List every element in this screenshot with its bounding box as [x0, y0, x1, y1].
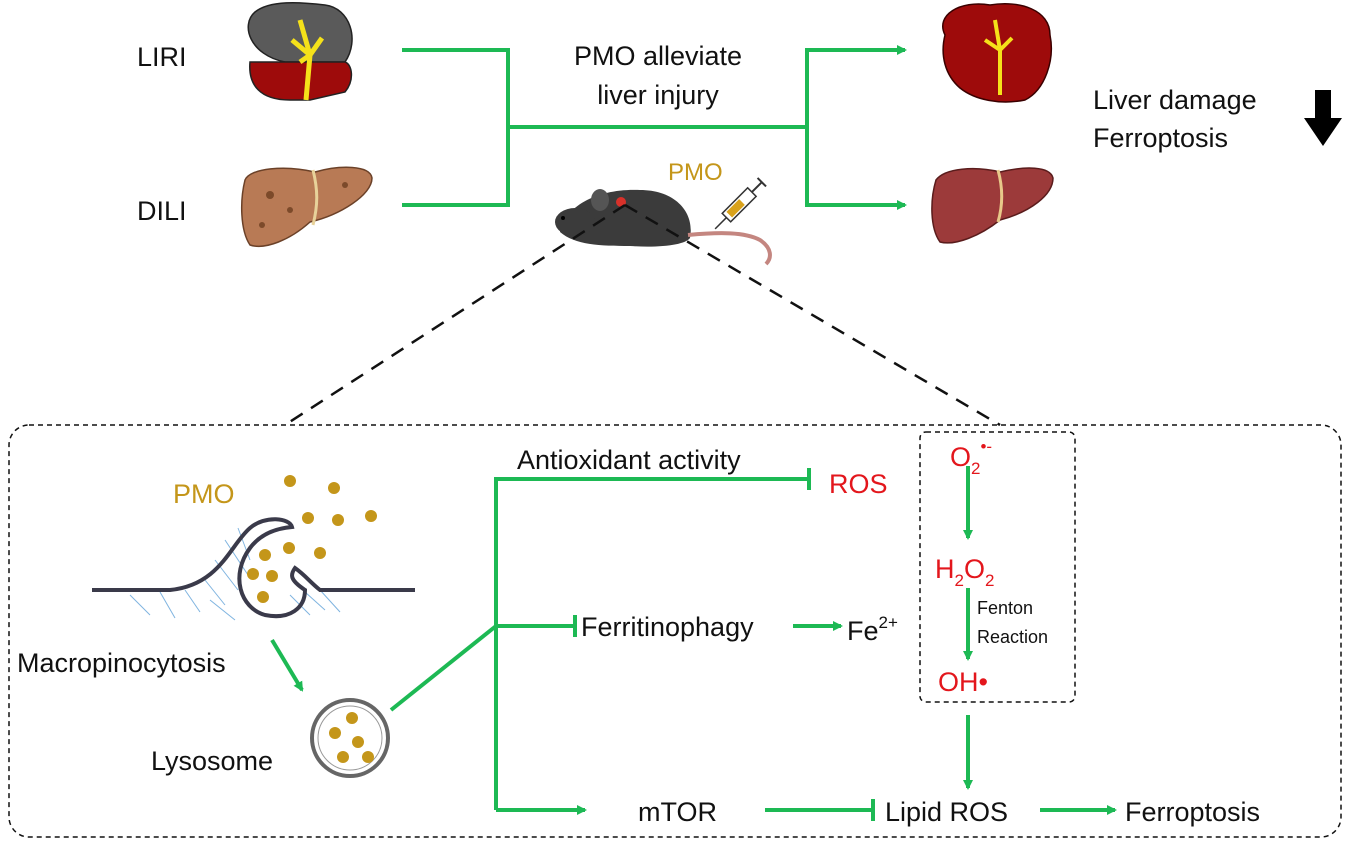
pmo-particles — [247, 475, 377, 603]
superoxide-label: O2•- — [950, 437, 992, 478]
treated-liri-liver-illustration — [942, 3, 1052, 103]
fenton-line1: Fenton — [977, 598, 1033, 618]
macropinocytosis-illustration — [92, 517, 415, 621]
ros-label: ROS — [829, 469, 888, 499]
syringe-icon — [714, 177, 767, 230]
mtor-label: mTOR — [638, 797, 717, 827]
pmo-mechanism-label: PMO — [173, 479, 235, 509]
ferroptosis-label: Ferroptosis — [1125, 797, 1260, 827]
outcome-liver-damage: Liver damage — [1093, 85, 1257, 115]
macro-to-lysosome-arrow — [270, 638, 304, 692]
convergence-lines — [402, 45, 907, 210]
pmo-alleviate-line2: liver injury — [597, 80, 719, 110]
fe-label: Fe2+ — [847, 613, 898, 646]
dili-label: DILI — [137, 196, 187, 226]
zoom-line-left — [284, 203, 626, 427]
down-arrow-icon — [1304, 90, 1342, 146]
pmo-mouse-label: PMO — [668, 159, 723, 186]
lipid-ros-label: Lipid ROS — [885, 797, 1008, 827]
liri-liver-illustration — [247, 1, 353, 101]
ferritinophagy-label: Ferritinophagy — [581, 612, 754, 642]
lysosome-label: Lysosome — [151, 746, 273, 776]
pathway-lines — [389, 466, 1117, 821]
pmo-alleviate-line1: PMO alleviate — [574, 41, 742, 71]
dili-liver-illustration — [240, 166, 373, 247]
macropinocytosis-label: Macropinocytosis — [17, 648, 226, 678]
lysosome-illustration — [310, 698, 390, 778]
treated-dili-liver-illustration — [931, 167, 1054, 244]
liri-label: LIRI — [137, 42, 187, 72]
mouse-illustration — [555, 189, 772, 266]
hydroxyl-radical-label: OH• — [938, 667, 988, 697]
mechanism-box — [8, 424, 1342, 838]
outcome-ferroptosis: Ferroptosis — [1093, 123, 1228, 153]
fenton-line2: Reaction — [977, 627, 1048, 647]
antioxidant-label: Antioxidant activity — [517, 445, 741, 475]
zoom-line-right — [624, 203, 1001, 427]
ros-species-box — [919, 431, 1076, 703]
hydrogen-peroxide-label: H2O2 — [935, 554, 994, 590]
